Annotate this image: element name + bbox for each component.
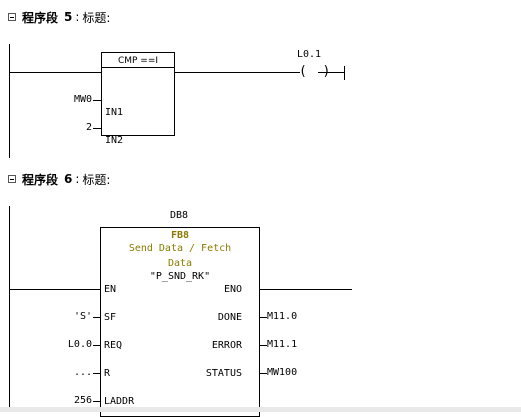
operand-done[interactable]: M11.0 bbox=[267, 311, 298, 322]
pin-sf: SF bbox=[104, 312, 117, 323]
network-5-ladder[interactable]: CMP ==I IN1 IN2 MW0 2 L0.1 ( ) bbox=[0, 40, 521, 160]
rung-wire bbox=[318, 72, 344, 73]
pin-stub bbox=[260, 373, 267, 374]
compare-block[interactable]: CMP ==I IN1 IN2 bbox=[101, 52, 175, 146]
fb-block-name: FB8 bbox=[170, 230, 190, 241]
fb-block[interactable]: FB8 Send Data / Fetch Data "P_SND_RK" EN… bbox=[100, 227, 260, 417]
editor-scroll-edge bbox=[0, 407, 521, 412]
coil-icon[interactable]: ( ) bbox=[299, 64, 331, 79]
fb-comment-line1: Send Data / Fetch bbox=[128, 243, 232, 254]
block-divider bbox=[102, 67, 174, 68]
pin-in1: IN1 bbox=[105, 107, 124, 118]
collapse-toggle-icon[interactable] bbox=[8, 175, 16, 183]
rung-wire bbox=[260, 289, 352, 290]
operand-status[interactable]: MW100 bbox=[267, 367, 298, 378]
coil-address[interactable]: L0.1 bbox=[297, 49, 322, 60]
operand-req[interactable]: L0.0 bbox=[67, 339, 92, 350]
operand-in1[interactable]: MW0 bbox=[73, 94, 92, 105]
fb-symbol: "P_SND_RK" bbox=[149, 271, 211, 282]
network-separator: : bbox=[75, 172, 80, 186]
network-5-header: 程序段 5 : 标题: bbox=[8, 9, 110, 25]
instance-db[interactable]: DB8 bbox=[170, 210, 189, 221]
pin-stub bbox=[93, 345, 101, 346]
network-6-ladder[interactable]: DB8 FB8 Send Data / Fetch Data "P_SND_RK… bbox=[0, 200, 521, 417]
network-title[interactable]: 标题: bbox=[82, 10, 111, 25]
pin-stub bbox=[93, 100, 101, 101]
operand-in2[interactable]: 2 bbox=[85, 122, 92, 133]
rung-end bbox=[344, 66, 345, 80]
pin-stub bbox=[93, 317, 101, 318]
pin-error: ERROR bbox=[211, 340, 242, 351]
network-6-header: 程序段 6 : 标题: bbox=[8, 171, 110, 187]
network-number: 6 bbox=[64, 172, 73, 186]
pin-stub bbox=[260, 317, 267, 318]
network-number: 5 bbox=[64, 10, 73, 24]
operand-sf[interactable]: 'S' bbox=[73, 311, 92, 322]
rung-wire bbox=[175, 72, 300, 73]
network-label: 程序段 bbox=[22, 172, 59, 187]
compare-block-title: CMP ==I bbox=[117, 56, 159, 66]
network-title[interactable]: 标题: bbox=[82, 172, 111, 187]
pin-status: STATUS bbox=[205, 368, 242, 379]
pin-r: R bbox=[104, 368, 111, 379]
rung-wire bbox=[9, 289, 101, 290]
pin-req: REQ bbox=[104, 340, 123, 351]
pin-stub bbox=[93, 401, 101, 402]
operand-laddr[interactable]: 256 bbox=[73, 395, 92, 406]
pin-done: DONE bbox=[217, 312, 242, 323]
network-label: 程序段 bbox=[22, 10, 59, 25]
pin-eno: ENO bbox=[223, 284, 242, 295]
power-rail bbox=[9, 206, 10, 412]
pin-laddr: LADDR bbox=[104, 396, 135, 407]
operand-error[interactable]: M11.1 bbox=[267, 339, 298, 350]
fb-comment-line2: Data bbox=[167, 258, 193, 269]
collapse-toggle-icon[interactable] bbox=[8, 13, 16, 21]
pin-stub bbox=[93, 128, 101, 129]
pin-en: EN bbox=[104, 284, 117, 295]
pin-stub bbox=[260, 345, 267, 346]
rung-wire bbox=[9, 72, 102, 73]
power-rail bbox=[9, 44, 10, 158]
operand-r[interactable]: ... bbox=[73, 367, 92, 378]
pin-in2: IN2 bbox=[105, 135, 124, 146]
pin-stub bbox=[93, 373, 101, 374]
network-separator: : bbox=[75, 10, 80, 24]
